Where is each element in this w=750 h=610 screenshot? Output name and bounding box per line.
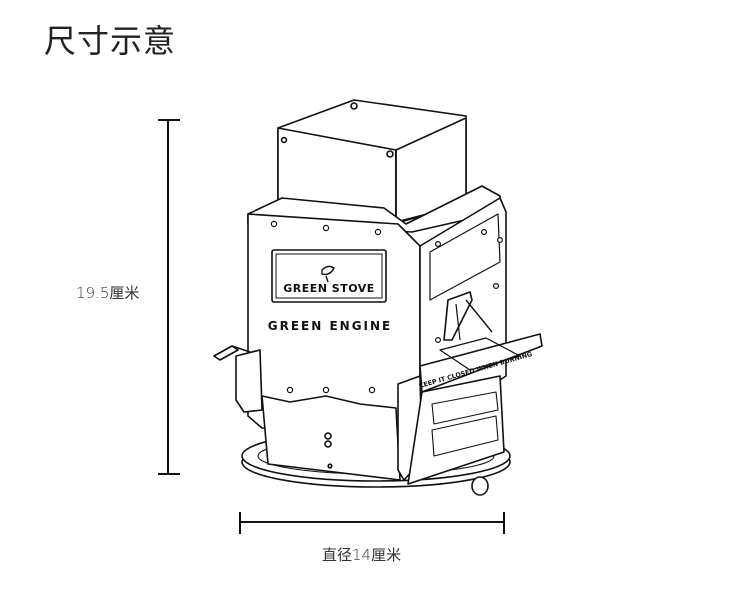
base-wheel [471,476,489,496]
side-warning-rail [419,333,543,393]
width-dimension-label: 直径14厘米 [322,546,402,564]
side-rivets [435,229,504,344]
left-door [235,349,263,413]
height-dimension-label: 19.5厘米 [76,284,140,302]
height-dimension-line [158,119,180,475]
page-title: 尺寸示意 [44,22,177,60]
nameplate [271,249,387,303]
right-ash-drawer [407,375,505,485]
side-vent-lever [443,291,473,341]
logo-text: GREEN ENGINE [268,319,393,333]
nameplate-text: GREEN STOVE [283,282,375,295]
left-handle [213,345,239,361]
stove-illustration [213,99,543,496]
width-dimension-line [239,512,505,534]
leaf-logo-icon [321,265,335,283]
